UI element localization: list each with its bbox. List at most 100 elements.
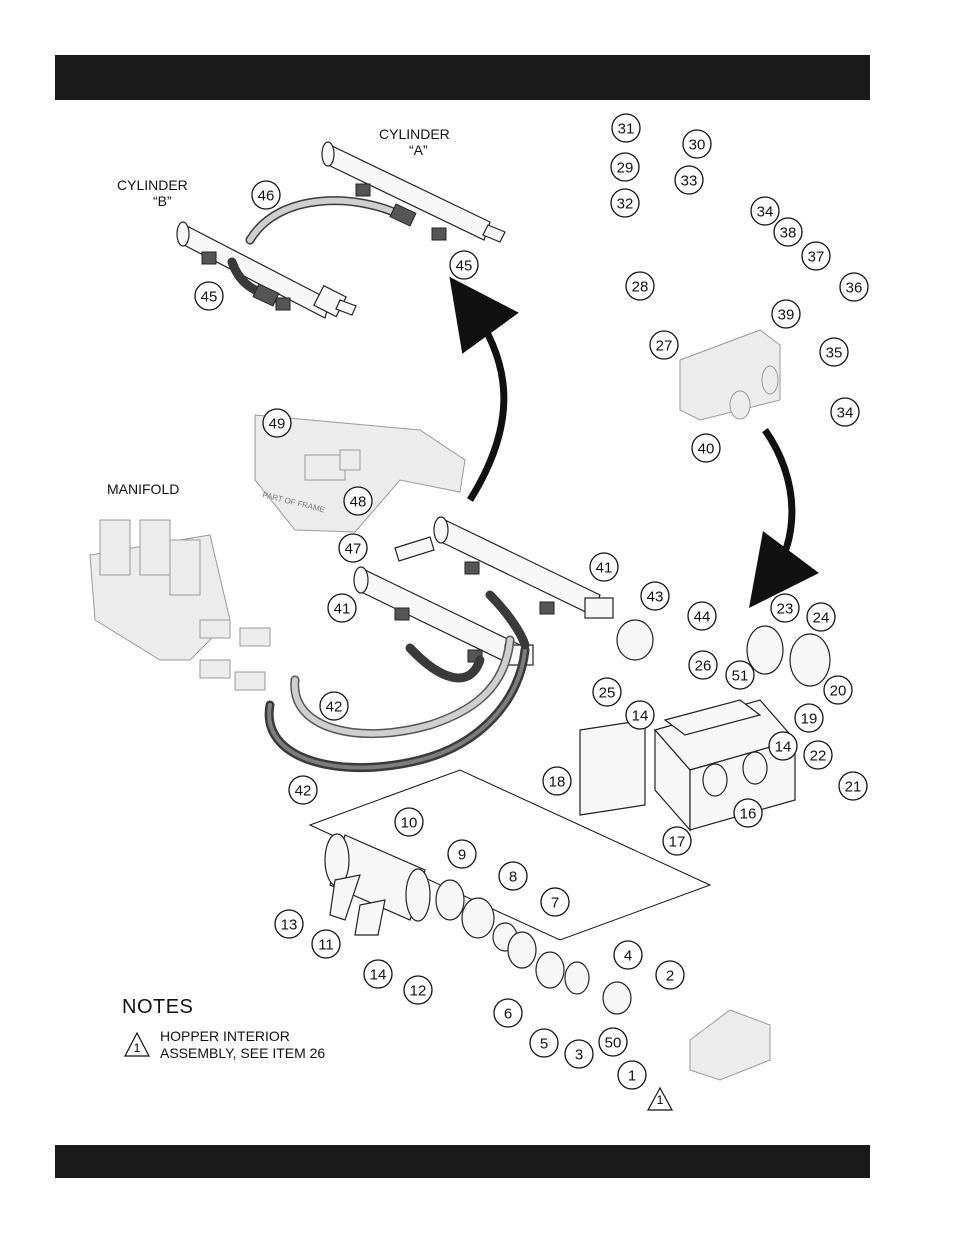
callout-number: 2	[666, 968, 674, 985]
ring-5	[536, 952, 564, 988]
ring-6	[508, 932, 536, 968]
callout-number: 28	[632, 279, 649, 296]
callout-44: 44	[688, 602, 716, 630]
callout-30: 30	[683, 130, 711, 158]
callout-51: 51	[726, 661, 754, 689]
callout-4: 4	[614, 941, 642, 969]
callout-number: 32	[617, 196, 634, 213]
callout-number: 43	[647, 589, 664, 606]
callout-46: 46	[252, 181, 280, 209]
callout-number: 24	[813, 610, 830, 627]
callout-34: 34	[751, 197, 779, 225]
callout-number: 27	[656, 338, 673, 355]
callout-number: 44	[694, 609, 711, 626]
notes-title: NOTES	[122, 996, 193, 1019]
plate-2	[603, 982, 631, 1014]
cylinder-b-label-1: CYLINDER	[117, 177, 188, 193]
callout-number: 41	[334, 601, 351, 618]
callout-12: 12	[404, 976, 432, 1004]
hopper-plate-ghost	[690, 1010, 770, 1080]
callout-6: 6	[494, 999, 522, 1027]
callout-number: 18	[549, 774, 566, 791]
callout-26: 26	[689, 651, 717, 679]
callout-42: 42	[320, 692, 348, 720]
bracket-11	[330, 875, 360, 920]
callout-number: 34	[837, 405, 854, 422]
callout-13: 13	[275, 910, 303, 938]
callout-33: 33	[675, 166, 703, 194]
callout-number: 42	[326, 699, 343, 716]
callout-number: 13	[281, 917, 298, 934]
callout-number: 45	[456, 258, 473, 275]
callout-19: 19	[795, 704, 823, 732]
callout-number: 38	[780, 225, 797, 242]
callout-39: 39	[772, 300, 800, 328]
cylinder-b-label-2: “B”	[153, 193, 172, 209]
manifold-label: MANIFOLD	[107, 481, 179, 497]
callout-number: 48	[350, 494, 367, 511]
callout-2: 2	[656, 961, 684, 989]
callout-number: 35	[826, 345, 843, 362]
note-line-1: HOPPER INTERIOR	[160, 1028, 325, 1045]
callout-number: 30	[689, 137, 706, 154]
callout-number: 20	[830, 683, 847, 700]
callout-14: 14	[769, 732, 797, 760]
plate-18	[580, 720, 645, 815]
callout-number: 14	[775, 739, 792, 756]
callout-45: 45	[195, 282, 223, 310]
hopper-box	[655, 700, 795, 830]
rings-23-24	[747, 626, 830, 686]
callout-41: 41	[328, 594, 356, 622]
callout-number: 1	[628, 1068, 636, 1085]
flow-arrow-down	[765, 430, 792, 580]
disc-8	[462, 898, 494, 938]
valve-block	[680, 330, 780, 420]
callout-number: 14	[632, 708, 649, 725]
callout-14: 14	[364, 960, 392, 988]
cylinder-a-label-2: “A”	[409, 142, 428, 158]
callout-14: 14	[626, 701, 654, 729]
callout-45: 45	[450, 251, 478, 279]
callout-number: 9	[458, 847, 466, 864]
callout-34: 34	[831, 398, 859, 426]
callout-22: 22	[804, 741, 832, 769]
ring-9	[436, 880, 464, 920]
cylinder-lower-1	[434, 517, 613, 618]
callout-number: 51	[732, 668, 749, 685]
callout-number: 7	[551, 895, 559, 912]
callout-number: 17	[669, 834, 686, 851]
callout-48: 48	[344, 487, 372, 515]
callout-3: 3	[565, 1040, 593, 1068]
callout-23: 23	[771, 594, 799, 622]
callout-47: 47	[339, 534, 367, 562]
callout-number: 39	[778, 307, 795, 324]
note-triangle-icon: 1	[122, 1030, 152, 1060]
callout-28: 28	[626, 272, 654, 300]
callout-number: 34	[757, 204, 774, 221]
callout-number: 11	[318, 937, 334, 954]
callout-35: 35	[820, 338, 848, 366]
manifold-ghost	[90, 520, 270, 690]
callout-42: 42	[289, 776, 317, 804]
bracket-11b	[355, 900, 385, 935]
flow-arrow-up	[470, 305, 504, 500]
callout-7: 7	[541, 888, 569, 916]
callout-number: 16	[740, 806, 757, 823]
callout-11: 11	[312, 930, 340, 958]
callout-number: 36	[846, 280, 863, 297]
callout-number: 50	[605, 1035, 622, 1052]
callout-9: 9	[448, 840, 476, 868]
callout-17: 17	[663, 827, 691, 855]
callout-31: 31	[612, 114, 640, 142]
callout-25: 25	[593, 678, 621, 706]
callout-27: 27	[650, 331, 678, 359]
callout-38: 38	[774, 218, 802, 246]
callout-number: 37	[808, 249, 825, 266]
callout-49: 49	[263, 409, 291, 437]
callout-number: 22	[810, 748, 827, 765]
note-line-2: ASSEMBLY, SEE ITEM 26	[160, 1045, 325, 1062]
callout-number: 12	[410, 983, 427, 1000]
callout-number: 42	[295, 783, 312, 800]
callout-number: 19	[801, 711, 818, 728]
callout-1: 1	[618, 1061, 646, 1089]
